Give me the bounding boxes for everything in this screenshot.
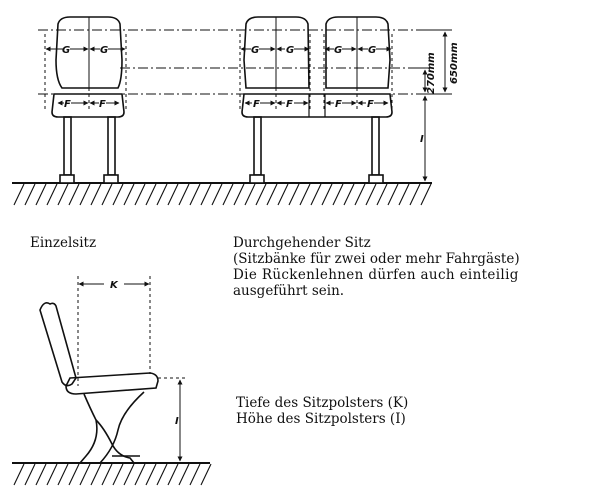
floor-hatch-line — [178, 463, 190, 486]
floor-hatch-line — [112, 183, 124, 206]
continuous-seat-note-line2: ausgeführt sein. — [233, 283, 345, 299]
floor-hatch-line — [101, 183, 113, 206]
single-seat-label: Einzelsitz — [30, 235, 97, 251]
floor-hatch-line — [156, 183, 168, 206]
dim-i-label: I — [175, 416, 179, 427]
floor-hatch-line — [134, 183, 146, 206]
floor-hatch-line — [123, 183, 135, 206]
floor-hatch-line — [244, 183, 256, 206]
floor-hatch-line — [79, 183, 91, 206]
floor-hatch-line — [332, 183, 344, 206]
dim-f-label: F — [286, 99, 293, 110]
floor-hatch-line — [178, 183, 190, 206]
floor-hatch-line — [398, 183, 410, 206]
floor-hatch-line — [266, 183, 278, 206]
floor-hatch-line — [200, 183, 212, 206]
floor-hatch-line — [68, 463, 80, 486]
top-floor — [12, 182, 432, 206]
floor-hatch-line — [145, 463, 157, 486]
top-dimension-letters: G G G G G G F F F F F F I 270mm 650mm — [62, 42, 460, 145]
floor-hatch-line — [134, 463, 146, 486]
dim-f-label: F — [64, 99, 71, 110]
dim-g-label: G — [334, 45, 342, 56]
floor-hatch-line — [277, 183, 289, 206]
side-view-dimensions — [77, 276, 186, 462]
side-view-seat — [39, 302, 159, 464]
floor-hatch-line — [13, 183, 25, 206]
floor-hatch-line — [79, 463, 91, 486]
continuous-seat-note-line1: Die Rückenlehnen dürfen auch einteilig — [233, 267, 519, 283]
dim-g-label: G — [368, 45, 376, 56]
dim-g-label: G — [251, 45, 259, 56]
floor-hatch-line — [376, 183, 388, 206]
dim-k-label: K — [110, 280, 119, 291]
floor-hatch-line — [211, 183, 223, 206]
floor-hatch-line — [343, 183, 355, 206]
floor-hatch-line — [90, 463, 102, 486]
floor-hatch-line — [310, 183, 322, 206]
dim-f-label: F — [99, 99, 106, 110]
dim-g-label: G — [62, 45, 70, 56]
floor-hatch-line — [189, 463, 201, 486]
floor-hatch-line — [13, 463, 25, 486]
continuous-seat-title: Durchgehender Sitz — [233, 235, 371, 251]
legend-depth: Tiefe des Sitzpolsters (K) — [236, 395, 409, 411]
floor-hatch-line — [387, 183, 399, 206]
bottom-floor — [12, 462, 212, 486]
floor-hatch-line — [57, 183, 69, 206]
dim-650-label: 650mm — [449, 42, 460, 84]
floor-hatch-line — [321, 183, 333, 206]
floor-hatch-line — [167, 183, 179, 206]
dim-g-label: G — [286, 45, 294, 56]
dim-f-label: F — [367, 99, 374, 110]
floor-hatch-line — [299, 183, 311, 206]
floor-hatch-line — [57, 463, 69, 486]
floor-hatch-line — [35, 463, 47, 486]
floor-hatch-line — [233, 183, 245, 206]
side-view-dimension-letters: K I — [110, 280, 179, 427]
floor-hatch-line — [189, 183, 201, 206]
dim-i-label: I — [420, 134, 424, 145]
floor-hatch-line — [123, 463, 135, 486]
floor-hatch-line — [90, 183, 102, 206]
floor-hatch-line — [420, 183, 432, 206]
floor-hatch-line — [112, 463, 124, 486]
floor-hatch-line — [156, 463, 168, 486]
floor-hatch-line — [101, 463, 113, 486]
floor-hatch-line — [35, 183, 47, 206]
dim-g-label: G — [100, 45, 108, 56]
floor-hatch-line — [409, 183, 421, 206]
legend-height: Höhe des Sitzpolsters (I) — [236, 411, 406, 427]
dim-f-label: F — [335, 99, 342, 110]
dim-f-label: F — [253, 99, 260, 110]
floor-hatch-line — [167, 463, 179, 486]
dim-270-label: 270mm — [426, 52, 437, 94]
floor-hatch-line — [288, 183, 300, 206]
floor-hatch-line — [365, 183, 377, 206]
floor-hatch-line — [354, 183, 366, 206]
floor-hatch-line — [24, 463, 36, 486]
floor-hatch-line — [200, 463, 212, 486]
floor-hatch-line — [24, 183, 36, 206]
floor-hatch-line — [46, 463, 58, 486]
floor-hatch-line — [222, 183, 234, 206]
floor-hatch-line — [68, 183, 80, 206]
floor-hatch-line — [255, 183, 267, 206]
top-single-seat — [51, 16, 125, 184]
top-dimension-lines — [38, 29, 452, 182]
continuous-seat-subtitle: (Sitzbänke für zwei oder mehr Fahrgäste) — [233, 251, 520, 267]
floor-hatch-line — [46, 183, 58, 206]
floor-hatch-line — [145, 183, 157, 206]
